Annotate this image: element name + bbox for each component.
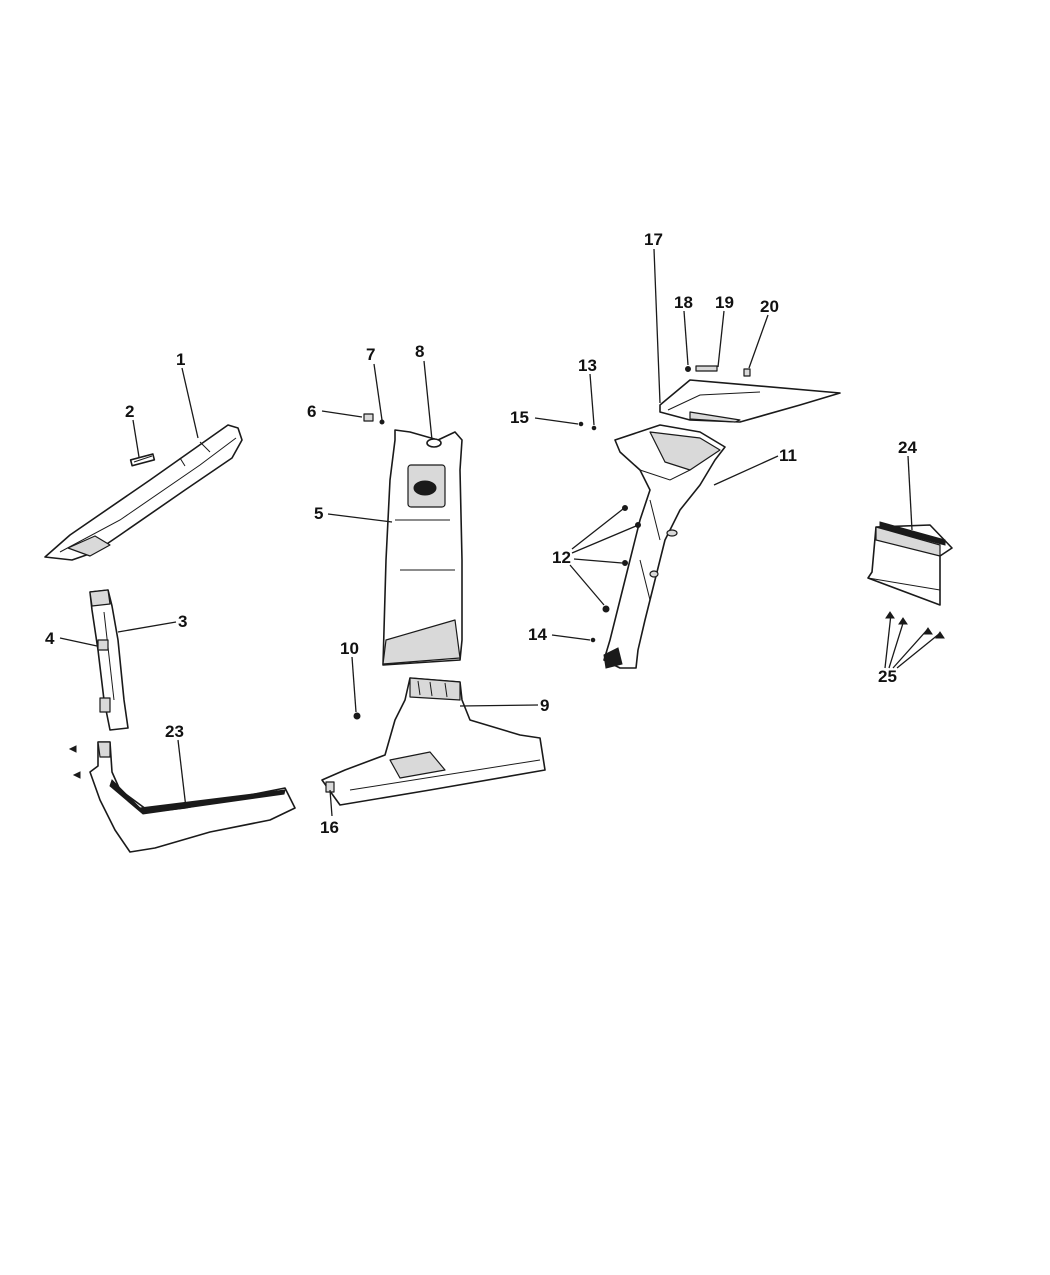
part-9-b-pillar-lower (321, 677, 546, 806)
part-13-screw (591, 425, 597, 431)
callout-12: 12 (552, 548, 571, 567)
part-1-a-pillar-trim (44, 424, 243, 561)
callout-9: 9 (540, 696, 549, 715)
part-14-screw (590, 637, 596, 643)
leader-lines (59, 248, 940, 817)
part-23-scuff-plate (89, 741, 296, 853)
part-18-clip (685, 366, 691, 372)
callout-13: 13 (578, 356, 597, 375)
callout-17: 17 (644, 230, 663, 249)
callout-24: 24 (898, 438, 917, 457)
callout-23: 23 (165, 722, 184, 741)
callout-14: 14 (528, 625, 547, 644)
callout-8: 8 (415, 342, 424, 361)
part-17-header-panel (659, 379, 841, 423)
part-6-clip (363, 413, 374, 422)
part-4-retainer (97, 639, 111, 713)
part-3-lower-trim (89, 589, 129, 731)
callout-25: 25 (878, 667, 897, 686)
callout-15: 15 (510, 408, 529, 427)
part-11-quarter-trim (603, 424, 726, 669)
part-7-screw (379, 419, 385, 425)
callout-18: 18 (674, 293, 693, 312)
part-24-rear-panel (867, 521, 953, 606)
callout-7: 7 (366, 345, 375, 364)
part-20-clip (743, 368, 751, 377)
callout-4: 4 (45, 629, 55, 648)
callout-10: 10 (340, 639, 359, 658)
part-2-clip (129, 453, 156, 467)
part-12-fasteners (602, 505, 641, 613)
callout-11: 11 (779, 446, 797, 465)
part-5-b-pillar-upper (382, 429, 463, 666)
part-23-clips (68, 745, 81, 779)
callout-3: 3 (178, 612, 187, 631)
callout-5: 5 (314, 504, 323, 523)
part-10-screw (353, 712, 361, 720)
part-19-clip (695, 365, 718, 372)
callout-1: 1 (176, 350, 185, 369)
callout-6: 6 (307, 402, 316, 421)
part-15-screw (578, 421, 584, 427)
callout-2: 2 (125, 402, 134, 421)
callout-19: 19 (715, 293, 734, 312)
callout-labels: 1 2 3 4 5 6 7 8 9 10 11 12 13 14 15 16 1… (45, 230, 917, 837)
callout-16: 16 (320, 818, 339, 837)
callout-20: 20 (760, 297, 779, 316)
part-25-fasteners (885, 611, 945, 639)
